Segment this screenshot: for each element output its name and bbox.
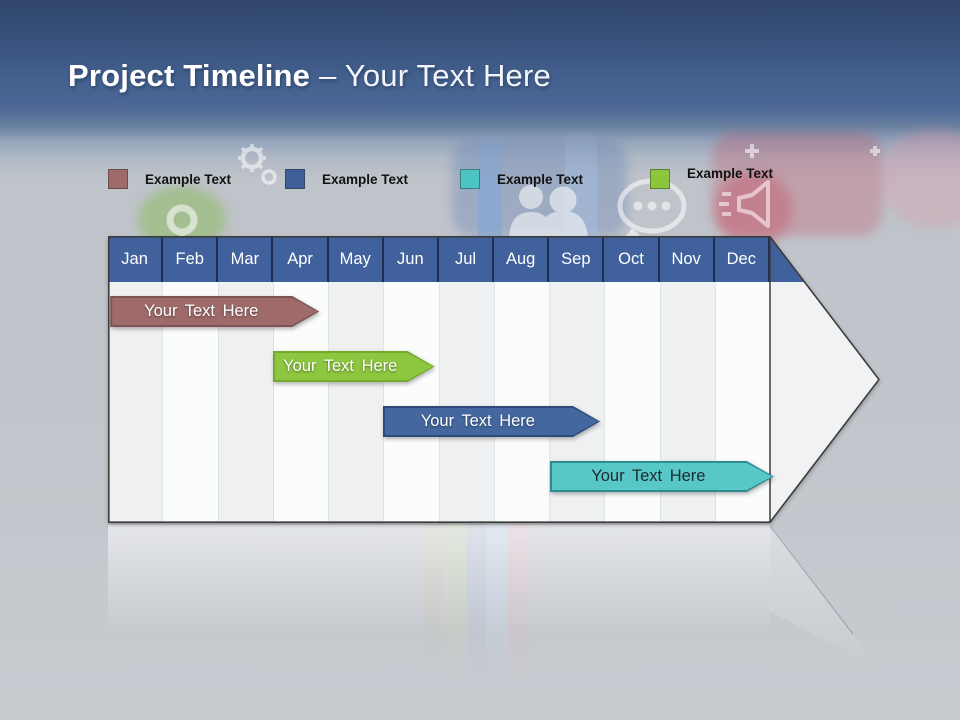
timeline-bar-1: Your Text Here xyxy=(110,296,319,327)
arrow-tip-reflection xyxy=(770,525,880,669)
watermark-icons xyxy=(166,144,880,258)
bar-label: Your Text Here xyxy=(283,357,398,375)
legend-item: Example Text xyxy=(650,165,774,189)
title-bold: Project Timeline xyxy=(68,58,311,93)
legend: Example Text Example Text Example Text Exam… xyxy=(0,165,960,193)
people-icon xyxy=(509,185,588,240)
timeline-bar-4: Your Text Here xyxy=(550,461,774,492)
timeline-bar-3: Your Text Here xyxy=(383,406,600,437)
legend-label: Example Text xyxy=(687,165,774,181)
title-light: – Your Text Here xyxy=(319,58,551,93)
legend-item: Example Text xyxy=(285,169,408,189)
legend-swatch xyxy=(108,169,128,189)
timeline-bar-2: Your Text Here xyxy=(273,351,435,382)
legend-swatch xyxy=(650,169,670,189)
bar-label: Your Text Here xyxy=(144,302,259,320)
slide-title: Project Timeline– Your Text Here xyxy=(68,58,551,94)
legend-label: Example Text xyxy=(322,171,409,187)
table-reflection xyxy=(108,525,770,630)
legend-item: Example Text xyxy=(108,169,231,189)
plus-icon xyxy=(745,144,880,158)
legend-label: Example Text xyxy=(145,171,232,187)
bar-label: Your Text Here xyxy=(420,412,535,430)
legend-swatch xyxy=(460,169,480,189)
legend-item: Example Text xyxy=(460,169,583,189)
bar-label: Your Text Here xyxy=(591,467,706,485)
legend-swatch xyxy=(285,169,305,189)
legend-label: Example Text xyxy=(497,171,584,187)
